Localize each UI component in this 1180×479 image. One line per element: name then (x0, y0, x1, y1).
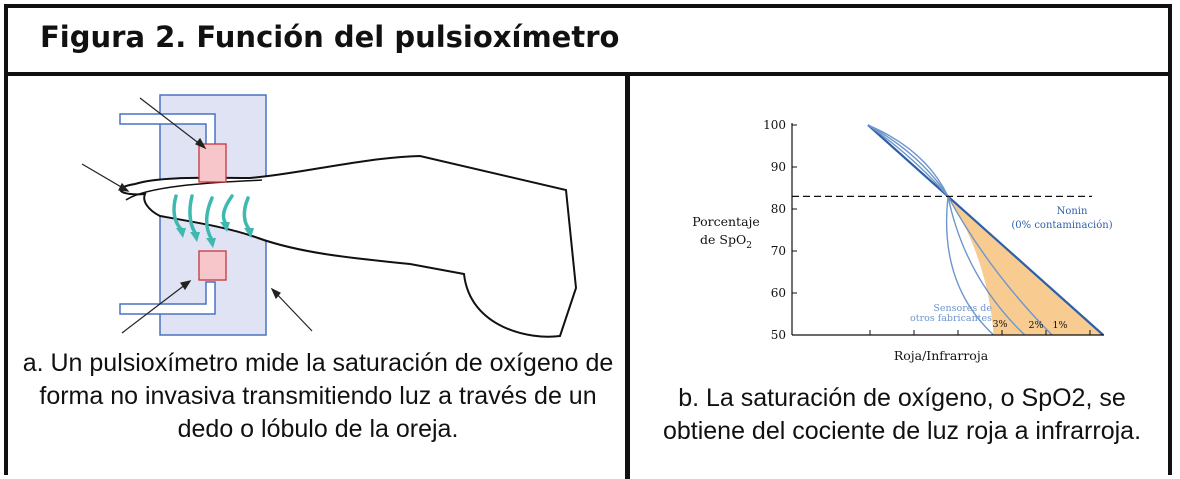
label-1pct: 1% (1052, 320, 1067, 331)
y-tick-label-80: 80 (771, 202, 786, 216)
y-axis-label-2-main: de SpO (700, 232, 746, 247)
led-emitter (198, 143, 227, 183)
nonin-label: Nonin (1057, 206, 1088, 217)
y-axis-label-1: Porcentaje (692, 214, 760, 229)
y-axis-label-2-sub: 2 (746, 241, 752, 251)
other-sensors-label-1: Sensores de (933, 303, 992, 314)
pulse-oximeter-illustration (81, 94, 578, 338)
panel-b-caption: b. La saturación de oxígeno, o SpO2, se … (662, 384, 1142, 445)
y-tick-label-90: 90 (771, 160, 786, 174)
figure-title: Figura 2. Función del pulsioxímetro (40, 20, 620, 54)
series-line-nonin (867, 124, 1104, 336)
figure-title-bar: Figura 2. Función del pulsioxímetro (4, 4, 1172, 76)
series-line-1pct (867, 124, 1053, 336)
y-tick-label-60: 60 (771, 286, 786, 300)
fingernail (125, 179, 263, 201)
y-tick-label-50: 50 (771, 328, 786, 342)
probe-lower-clip (119, 281, 216, 315)
panel-divider (625, 76, 630, 479)
y-tick-label-100: 100 (763, 118, 786, 132)
photodetector (198, 250, 227, 281)
panel-a-caption: a. Un pulsioxímetro mide la saturación d… (22, 349, 614, 443)
label-2pct: 2% (1028, 320, 1043, 331)
spo2-chart: 50 60 70 80 90 100 Nonin (0% contaminación) S… (692, 118, 1113, 363)
label-3pct: 3% (992, 319, 1007, 330)
other-sensors-label-2: otros fabricantes (910, 313, 992, 324)
pointer-arrows (81, 97, 313, 334)
nonin-sublabel: (0% contaminación) (1011, 220, 1112, 231)
y-tick-label-70: 70 (771, 244, 786, 258)
light-arrowheads (176, 222, 254, 248)
y-axis-label-2: de SpO2 (700, 232, 752, 251)
finger-outline (119, 154, 578, 338)
x-axis-label: Roja/Infrarroja (894, 348, 989, 363)
